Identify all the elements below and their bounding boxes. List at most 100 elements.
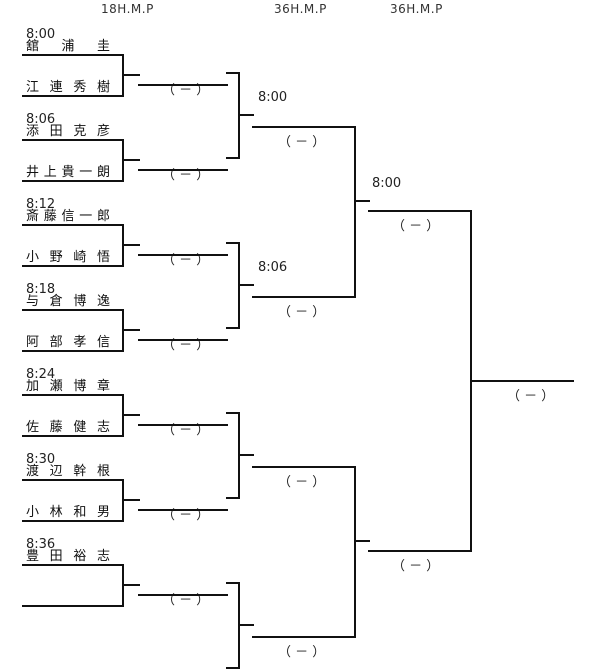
- bracket-line: [456, 210, 472, 212]
- match-start-time: 8:06: [258, 260, 288, 275]
- bracket-line: [354, 126, 356, 298]
- match-start-time: 8:00: [258, 90, 288, 105]
- player-name: 斎藤信一郎: [26, 209, 110, 224]
- bracket-line: [110, 265, 124, 267]
- bracket-line: [122, 74, 140, 76]
- match-score: （ － ）: [278, 645, 326, 660]
- player-underline: [22, 54, 110, 56]
- bracket-line: [110, 180, 124, 182]
- match-score: （ － ）: [162, 338, 210, 353]
- bracket-line: [238, 454, 254, 456]
- winner-line: [368, 550, 458, 552]
- match-score: （ － ）: [162, 423, 210, 438]
- bracket-line: [354, 540, 370, 542]
- player-underline: [22, 139, 110, 141]
- bracket-line: [110, 139, 124, 141]
- player-underline: [22, 435, 110, 437]
- player-underline: [22, 224, 110, 226]
- match-start-time: 8:00: [26, 27, 56, 42]
- bracket-line: [110, 435, 124, 437]
- round1-format-header: 18H.M.P: [101, 2, 154, 16]
- player-name: 加瀬博章: [26, 379, 110, 394]
- match-score: （ － ）: [392, 559, 440, 574]
- round3-format-header: 36H.M.P: [390, 2, 443, 16]
- bracket-line: [110, 224, 124, 226]
- winner-line: [252, 466, 344, 468]
- bracket-line: [110, 54, 124, 56]
- player-name: 小野崎悟: [26, 250, 110, 265]
- bracket-line: [226, 72, 240, 74]
- bracket-line: [226, 582, 240, 584]
- winner-line: [252, 296, 344, 298]
- bracket-line: [238, 114, 254, 116]
- player-name: 江連秀樹: [26, 80, 110, 95]
- match-score: （ － ）: [278, 135, 326, 150]
- player-underline: [22, 394, 110, 396]
- match-start-time: 8:30: [26, 452, 56, 467]
- bracket-line: [110, 350, 124, 352]
- bracket-line: [238, 284, 254, 286]
- match-score: （ － ）: [162, 83, 210, 98]
- match-start-time: 8:06: [26, 112, 56, 127]
- bracket-line: [238, 624, 254, 626]
- winner-line: [138, 84, 228, 86]
- winner-line: [138, 424, 228, 426]
- bracket-line: [226, 242, 240, 244]
- winner-line: [252, 126, 344, 128]
- player-underline: [22, 95, 110, 97]
- match-start-time: 8:36: [26, 537, 56, 552]
- bracket-line: [226, 412, 240, 414]
- winner-line: [138, 254, 228, 256]
- player-name: 阿部孝信: [26, 335, 110, 350]
- bracket-line: [342, 126, 356, 128]
- bracket-line: [110, 564, 124, 566]
- player-name: 小林和男: [26, 505, 110, 520]
- bracket-line: [122, 244, 140, 246]
- bracket-line: [226, 497, 240, 499]
- player-underline: [22, 309, 110, 311]
- match-start-time: 8:24: [26, 367, 56, 382]
- final-line: [484, 380, 574, 382]
- player-underline: [22, 265, 110, 267]
- bracket-line: [110, 479, 124, 481]
- bracket-line: [226, 157, 240, 159]
- bracket-line: [122, 499, 140, 501]
- bracket-line: [342, 466, 356, 468]
- match-score: （ － ）: [392, 219, 440, 234]
- bracket-line: [342, 296, 356, 298]
- bracket-line: [122, 414, 140, 416]
- bracket-line: [122, 584, 140, 586]
- match-score: （ － ）: [162, 253, 210, 268]
- player-underline: [22, 564, 110, 566]
- player-underline: [22, 350, 110, 352]
- bracket-line: [122, 329, 140, 331]
- player-name: 与倉博逸: [26, 294, 110, 309]
- bracket-line: [456, 550, 472, 552]
- bracket-line: [470, 380, 486, 382]
- bracket-line: [122, 159, 140, 161]
- match-score: （ － ）: [278, 475, 326, 490]
- winner-line: [138, 594, 228, 596]
- player-name: [26, 587, 110, 605]
- player-name: 佐藤健志: [26, 420, 110, 435]
- bracket-line: [354, 200, 370, 202]
- player-underline: [22, 479, 110, 481]
- match-score: （ － ）: [162, 168, 210, 183]
- bracket-line: [110, 394, 124, 396]
- bracket-line: [110, 95, 124, 97]
- winner-line: [368, 210, 458, 212]
- player-name: 豊田裕志: [26, 549, 110, 564]
- match-score: （ － ）: [278, 305, 326, 320]
- player-name: 舘浦圭: [26, 39, 110, 54]
- player-name: 添田克彦: [26, 124, 110, 139]
- player-underline: [22, 180, 110, 182]
- winner-line: [252, 636, 344, 638]
- player-name: 渡辺幹根: [26, 464, 110, 479]
- player-underline: [22, 520, 110, 522]
- bracket-line: [110, 309, 124, 311]
- match-score: （ － ）: [162, 508, 210, 523]
- match-start-time: 8:18: [26, 282, 56, 297]
- bracket-line: [354, 466, 356, 638]
- winner-line: [138, 339, 228, 341]
